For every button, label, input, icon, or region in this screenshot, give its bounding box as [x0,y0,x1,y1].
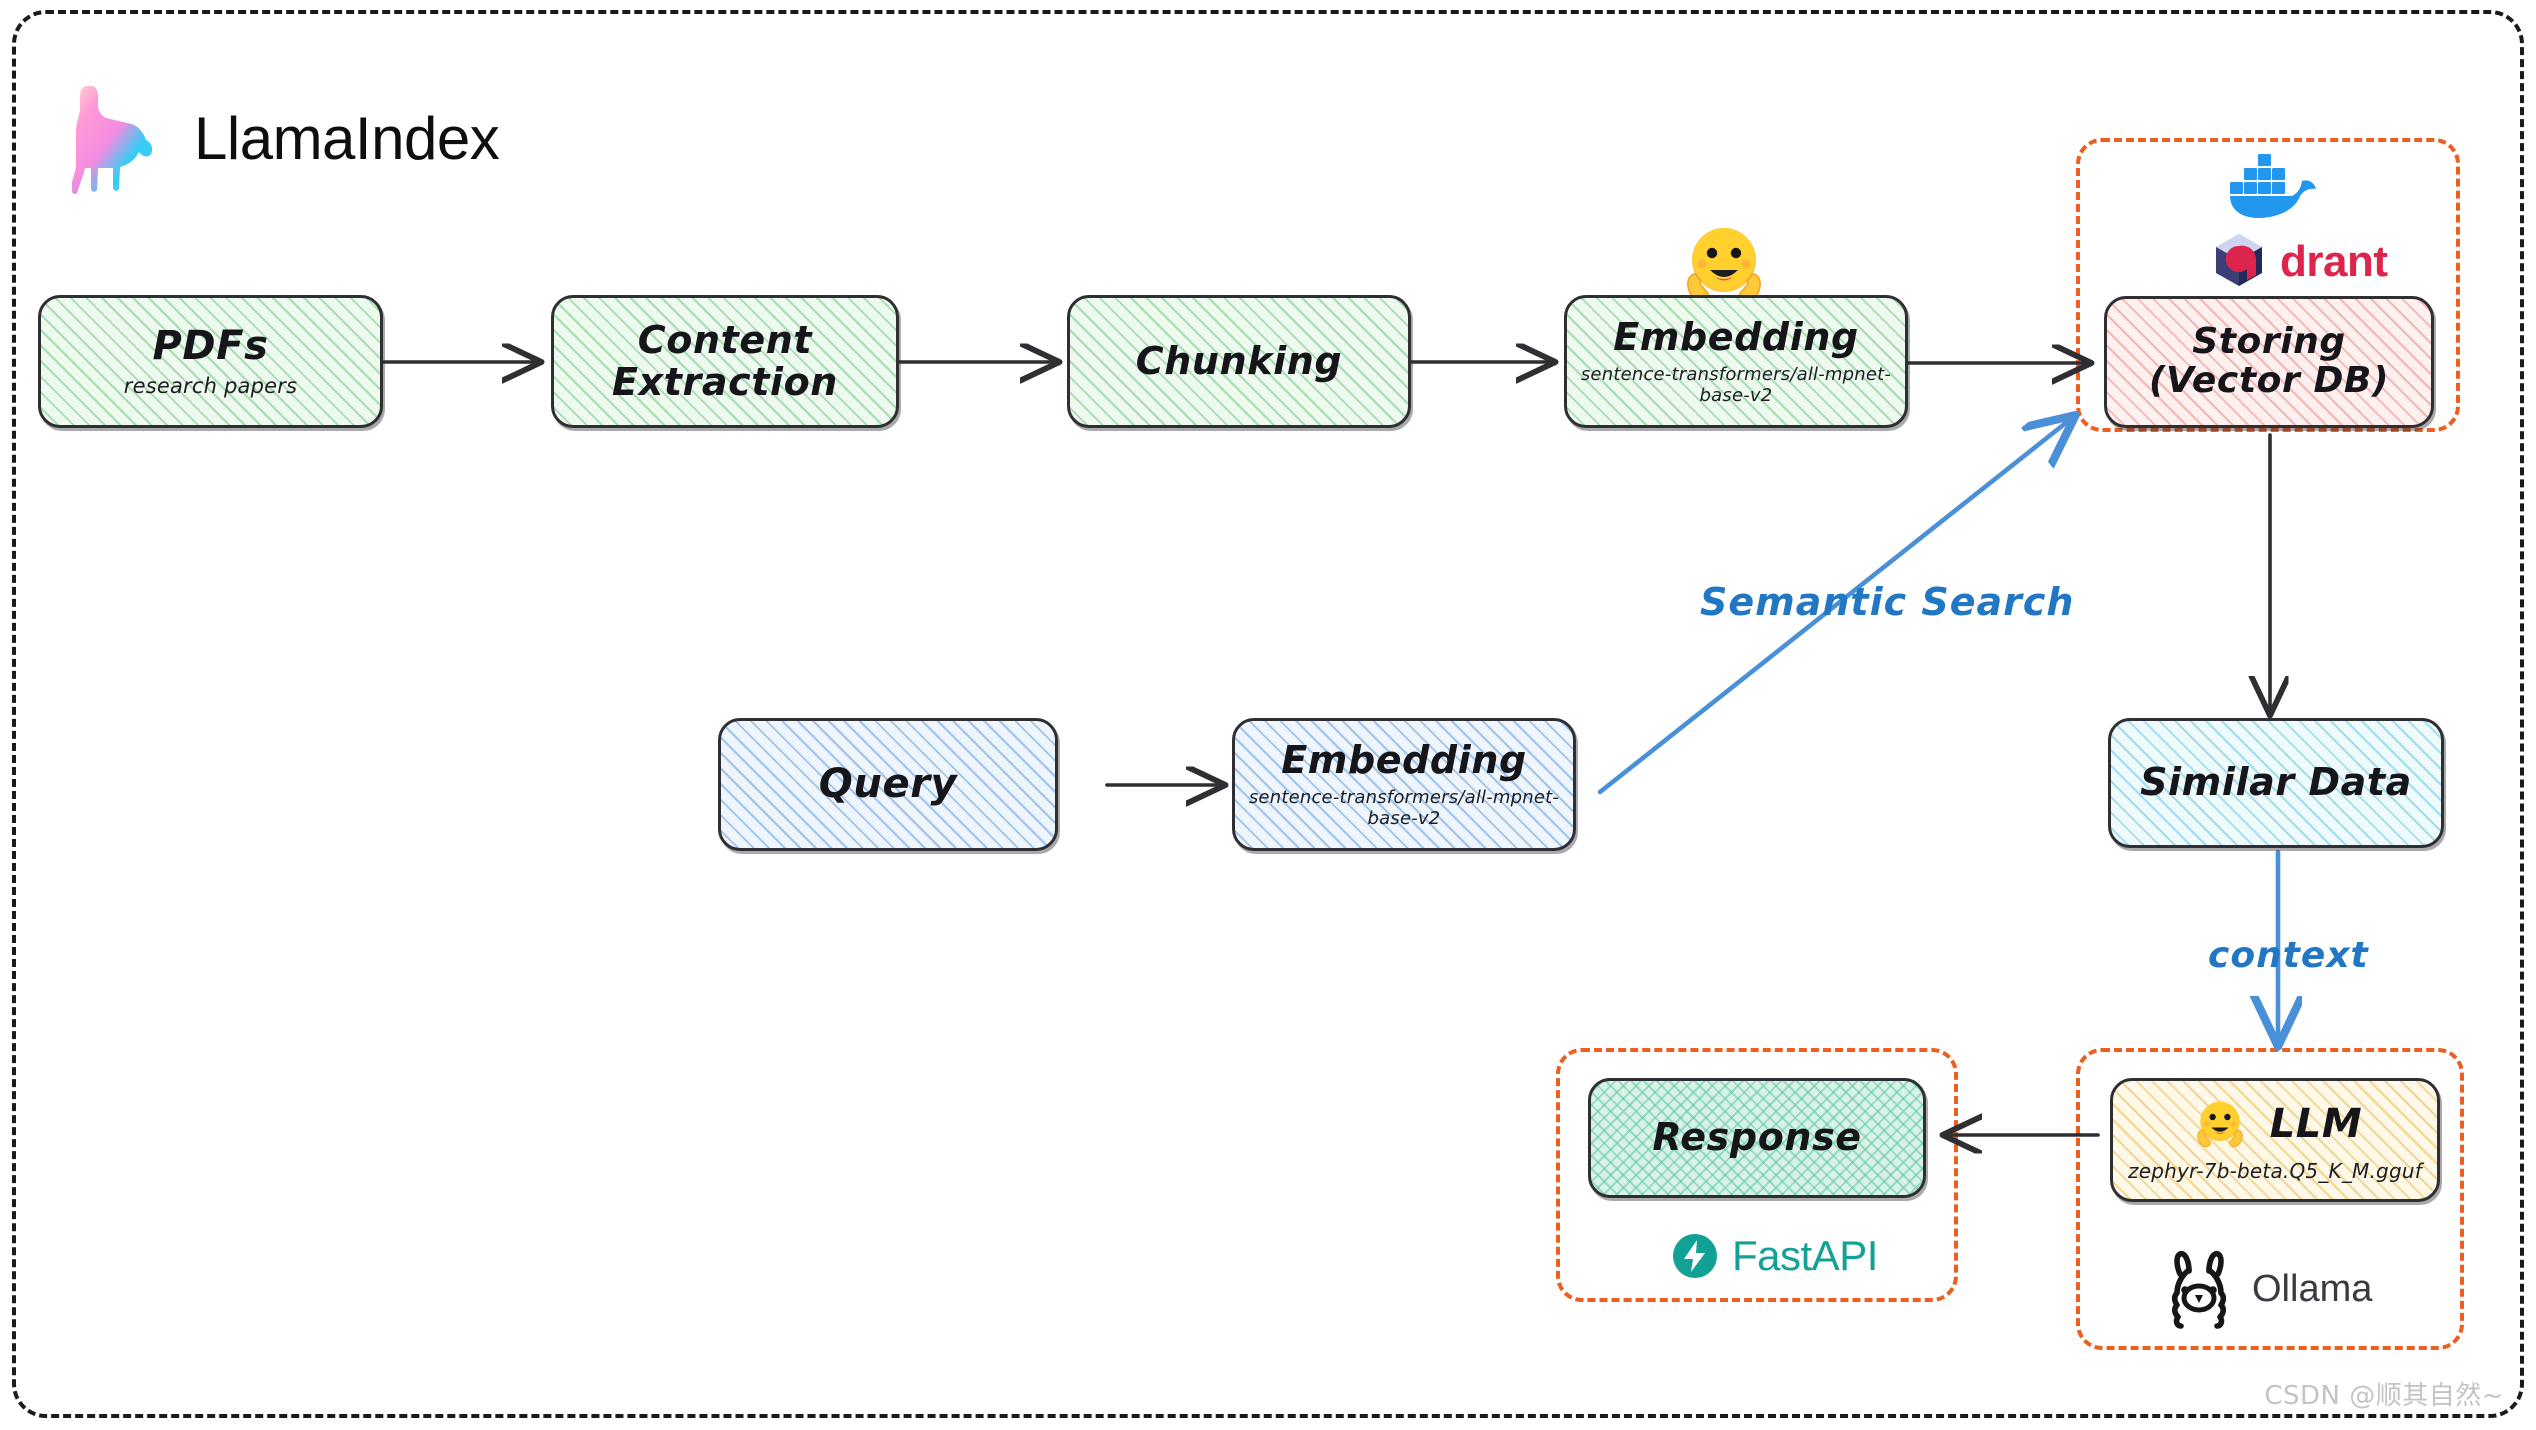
fastapi-caption: FastAPI [1672,1232,1878,1280]
node-content-extraction[interactable]: Content Extraction [551,295,899,428]
label-semantic-search: Semantic Search [1700,580,2075,624]
hugging-face-emoji-icon [2196,1101,2243,1148]
node-embedding-query-subtitle: sentence-transformers/all-mpnet-base-v2 [1248,787,1560,830]
node-llm[interactable]: LLM zephyr-7b-beta.Q5_K_M.gguf [2110,1078,2440,1202]
node-llm-heading: LLM [2188,1097,2363,1153]
brand-header: LlamaIndex [50,78,500,198]
watermark: CSDN @顺其自然~ [2264,1381,2504,1411]
qdrant-label: drant [2280,237,2388,286]
node-llm-title: LLM [2269,1101,2363,1148]
node-query[interactable]: Query [718,718,1058,851]
ollama-caption: Ollama [2160,1248,2372,1330]
brand-name: LlamaIndex [194,104,500,172]
label-context: context [2208,935,2369,976]
arrow-semantic-search [1597,418,2072,795]
docker-whale-icon [2228,154,2316,218]
node-embedding-ingest[interactable]: Embedding sentence-transformers/all-mpne… [1564,295,1908,428]
ollama-llama-icon [2171,1250,2227,1329]
node-pdfs[interactable]: PDFs research papers [38,295,383,428]
node-chunking[interactable]: Chunking [1067,295,1411,428]
qdrant-cube-icon [2216,234,2262,286]
qdrant-caption: drant [2212,232,2388,292]
node-embedding-query-title: Embedding [1281,737,1527,782]
node-embedding-ingest-title: Embedding [1613,314,1859,359]
node-pdfs-title: PDFs [152,322,269,369]
fastapi-bolt-icon [1673,1234,1717,1278]
node-content-extraction-title: Content Extraction [612,318,838,404]
node-embedding-ingest-subtitle: sentence-transformers/all-mpnet-base-v2 [1580,364,1892,407]
node-response-title: Response [1652,1115,1862,1160]
docker-caption [2228,148,2322,220]
node-similar-data-title: Similar Data [2140,760,2412,805]
node-response[interactable]: Response [1588,1078,1926,1198]
node-embedding-query[interactable]: Embedding sentence-transformers/all-mpne… [1232,718,1576,851]
node-storing[interactable]: Storing (Vector DB) [2104,296,2434,428]
node-similar-data[interactable]: Similar Data [2108,718,2444,848]
node-query-title: Query [818,760,958,807]
node-chunking-title: Chunking [1135,338,1343,383]
node-pdfs-subtitle: research papers [123,374,298,399]
node-storing-title: Storing (Vector DB) [2148,321,2390,401]
llama-gradient-logo-icon [72,86,153,195]
hugging-face-emoji-icon [1687,228,1761,303]
fastapi-label: FastAPI [1732,1232,1878,1279]
node-llm-subtitle: zephyr-7b-beta.Q5_K_M.gguf [2128,1159,2422,1183]
ollama-label: Ollama [2252,1267,2373,1310]
